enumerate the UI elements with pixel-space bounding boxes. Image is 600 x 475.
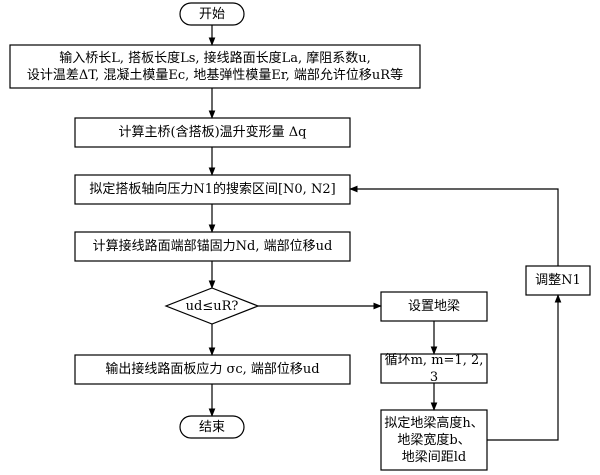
calc-pavement-box: 计算接线路面端部锚固力Nd, 端部位移ud bbox=[75, 232, 350, 261]
loop-box: 循环m, m=1, 2, 3 bbox=[381, 352, 487, 385]
input-line-1: 输入桥长L, 搭板长度Ls, 接线路面长度La, 摩阻系数u, bbox=[59, 50, 371, 66]
adjust-box: 调整N1 bbox=[526, 266, 590, 295]
beam-params-box: 拟定地梁高度h、 地梁宽度b、 地梁间距ld bbox=[381, 410, 487, 470]
input-box: 输入桥长L, 搭板长度Ls, 接线路面长度La, 摩阻系数u, 设计温差ΔT, … bbox=[10, 45, 420, 88]
arrow-adjust-to-search bbox=[349, 185, 559, 266]
calc-bridge-label: 计算主桥(含搭板)温升变形量 Δq bbox=[118, 125, 307, 140]
arrow-beam-to-adjust bbox=[487, 294, 562, 441]
calc-pavement-label: 计算接线路面端部锚固力Nd, 端部位移ud bbox=[92, 239, 333, 254]
output-label: 输出接线路面板应力 σc, 端部位移ud bbox=[105, 362, 320, 377]
adjust-label: 调整N1 bbox=[535, 273, 581, 288]
calc-bridge-box: 计算主桥(含搭板)温升变形量 Δq bbox=[75, 118, 350, 147]
beam-params-line-3: 地梁间距ld bbox=[401, 449, 467, 465]
decision-diamond: ud≤uR? bbox=[166, 288, 258, 324]
beam-params-line-1: 拟定地梁高度h、 bbox=[384, 415, 484, 431]
set-beam-box: 设置地梁 bbox=[381, 292, 487, 321]
end-terminal: 结束 bbox=[180, 416, 244, 438]
set-beam-label: 设置地梁 bbox=[407, 299, 460, 314]
input-line-2: 设计温差ΔT, 混凝土模量Ec, 地基弹性模量Er, 端部允许位移uR等 bbox=[26, 67, 404, 83]
beam-params-line-2: 地梁宽度b、 bbox=[397, 432, 471, 448]
loop-label: 循环m, m=1, 2, 3 bbox=[384, 352, 484, 385]
end-label: 结束 bbox=[198, 419, 225, 435]
output-box: 输出接线路面板应力 σc, 端部位移ud bbox=[75, 355, 350, 384]
decision-label: ud≤uR? bbox=[185, 298, 239, 314]
start-label: 开始 bbox=[198, 6, 225, 22]
start-terminal: 开始 bbox=[180, 3, 244, 25]
search-interval-box: 拟定搭板轴向压力N1的搜索区间[N0, N2] bbox=[75, 175, 350, 204]
search-interval-label: 拟定搭板轴向压力N1的搜索区间[N0, N2] bbox=[89, 182, 336, 197]
